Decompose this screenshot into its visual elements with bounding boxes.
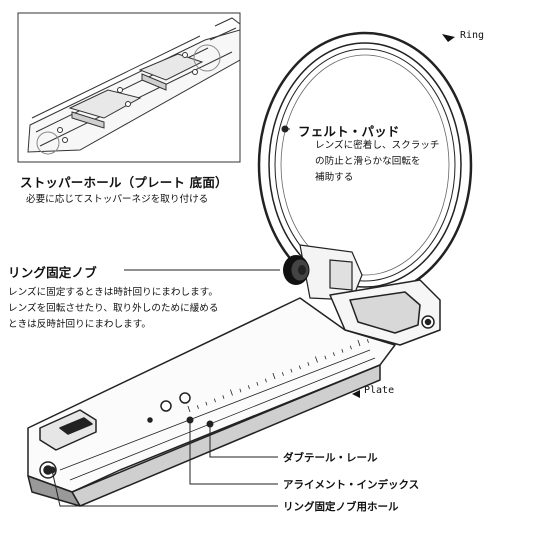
felt-pad-desc-1: レンズに密着し、スクラッチ [315, 140, 440, 151]
ring-clamp [299, 244, 363, 301]
ring-knob-desc-3: ときは反時計回りにまわします。 [8, 319, 151, 330]
ring-label: Ring [460, 30, 485, 41]
dovetail-rail-label: ダブテール・レール [283, 452, 378, 464]
plate-label: Plate [364, 385, 395, 396]
leader-lines [48, 125, 290, 507]
inset-title: ストッパーホール（プレート 底面） [20, 175, 228, 190]
lens-ring [257, 31, 473, 299]
ring-knob-desc-2: レンズを回転させたり、取り外しのために緩める [8, 303, 219, 314]
inset-plate-bottom [17, 12, 241, 163]
plate-arrow-icon [352, 390, 360, 398]
felt-pad-desc-2: の防止と滑らかな回転を [315, 156, 421, 167]
ring-knob-desc-1: レンズに固定するときは時計回りにまわします。 [8, 287, 218, 298]
ring-knob-icon [283, 255, 310, 285]
ring-arrow-icon [442, 34, 455, 42]
ring-knob-title: リング固定ノブ [8, 265, 97, 280]
felt-pad-desc-3: 補助する [315, 172, 354, 183]
mounting-plate [27, 279, 441, 507]
knob-hole-label: リング固定ノブ用ホール [283, 501, 399, 513]
alignment-index-label: アライメント・インデックス [283, 479, 420, 491]
inset-description: 必要に応じてストッパーネジを取り付ける [26, 194, 209, 205]
felt-pad-title: フェルト・パッド [298, 124, 400, 139]
